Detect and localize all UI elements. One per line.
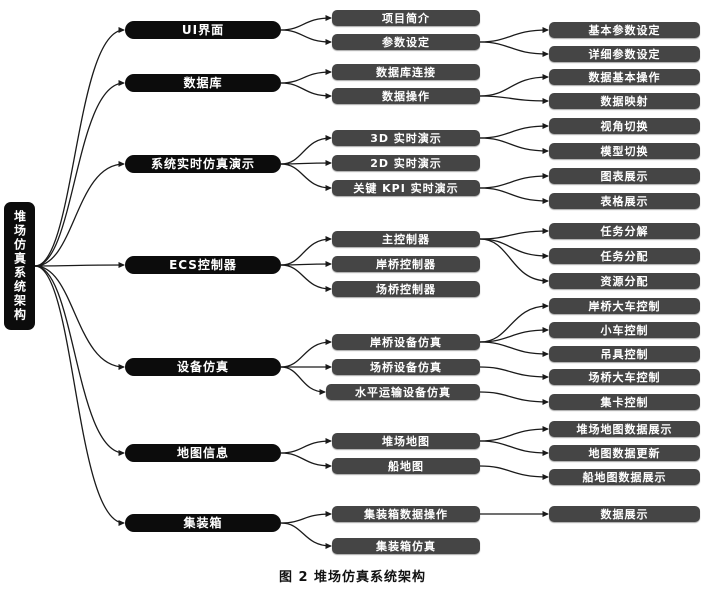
node-l1_rt: 系统实时仿真演示 (125, 155, 281, 173)
node-l2_dbop: 数据操作 (332, 88, 480, 104)
edge-l2_qcsim-l3_spreader (479, 341, 549, 357)
edge-l2_param-l3_basic (479, 27, 549, 43)
edge-root-l1_db (34, 80, 125, 267)
edge-l2_3d-l3_view (479, 123, 549, 139)
node-l3_dbmap: 数据映射 (549, 93, 700, 109)
node-l2_ctndata: 集装箱数据操作 (332, 506, 480, 522)
edge-l1_ecs-l2_main (280, 236, 332, 266)
edge-l1_rt-l2_2d (280, 160, 332, 167)
node-l3_mapupd: 地图数据更新 (549, 445, 700, 461)
node-l3_qcgantry: 岸桥大车控制 (549, 298, 700, 314)
node-l2_intro: 项目简介 (332, 10, 480, 26)
edge-l2_qcsim-l3_trolley (479, 327, 549, 343)
node-l2_param: 参数设定 (332, 34, 480, 50)
node-l2_htsim: 水平运输设备仿真 (326, 384, 480, 400)
edge-l2_kpi-l3_table (479, 187, 549, 204)
node-l2_smap: 船地图 (332, 458, 480, 474)
edge-l2_main-l3_assign (479, 238, 549, 259)
node-l1_db: 数据库 (125, 74, 281, 92)
edge-l2_ymap-l3_mapupd (479, 440, 549, 456)
node-l3_spreader: 吊具控制 (549, 346, 700, 362)
edge-l1_map-l2_ymap (280, 438, 332, 454)
edge-l2_dbop-l3_dbbasic (479, 74, 549, 97)
node-l2_yc: 场桥控制器 (332, 281, 480, 297)
node-l3_table: 表格展示 (549, 193, 700, 209)
edge-l1_ctn-l2_ctnsim (280, 522, 332, 549)
node-l2_main: 主控制器 (332, 231, 480, 247)
edge-l2_main-l3_decomp (479, 228, 549, 240)
edge-l2_param-l3_detail (479, 41, 549, 57)
edge-l2_ymap-l3_ymapshow (479, 426, 549, 442)
node-l3_smapshow: 船地图数据展示 (549, 469, 700, 485)
edge-l2_smap-l3_smapshow (479, 465, 549, 480)
edge-l1_ctn-l2_ctndata (280, 511, 332, 524)
edge-l2_htsim-l3_truck (479, 391, 549, 405)
node-l3_chart: 图表展示 (549, 168, 700, 184)
node-l2_kpi: 关键 KPI 实时演示 (332, 180, 480, 196)
edge-l1_eq-l2_htsim (280, 366, 326, 395)
node-l3_basic: 基本参数设定 (549, 22, 700, 38)
node-l3_res: 资源分配 (549, 273, 700, 289)
node-l2_2d: 2D 实时演示 (332, 155, 480, 171)
edge-l1_ecs-l2_yc (280, 264, 332, 292)
edge-l1_ui-l2_param (280, 29, 332, 45)
edge-l1_ecs-l2_qc (280, 261, 332, 268)
node-l3_view: 视角切换 (549, 118, 700, 134)
edge-l2_qcsim-l3_qcgantry (479, 303, 549, 343)
node-l1_ui: UI界面 (125, 21, 281, 39)
node-l2_3d: 3D 实时演示 (332, 130, 480, 146)
edge-l1_rt-l2_kpi (280, 163, 332, 191)
node-l3_ycgantry: 场桥大车控制 (549, 369, 700, 385)
node-l1_ctn: 集装箱 (125, 514, 281, 532)
edge-l2_kpi-l3_chart (479, 173, 549, 189)
node-l3_dbbasic: 数据基本操作 (549, 69, 700, 85)
edge-l2_dbop-l3_dbmap (479, 95, 549, 104)
node-l1_ecs: ECS控制器 (125, 256, 281, 274)
node-l3_truck: 集卡控制 (549, 394, 700, 410)
edge-root-l1_map (34, 265, 125, 456)
edge-l1_eq-l2_qcsim (280, 339, 332, 368)
node-l2_dbconn: 数据库连接 (332, 64, 480, 80)
node-root: 堆场仿真系统架构 (4, 202, 35, 330)
node-l3_model: 模型切换 (549, 143, 700, 159)
node-l3_datashow: 数据展示 (549, 506, 700, 522)
edge-l1_db-l2_dbconn (280, 69, 332, 84)
edge-l2_3d-l3_model (479, 137, 549, 154)
node-l3_detail: 详细参数设定 (549, 46, 700, 62)
edge-l2_main-l3_res (479, 238, 549, 284)
node-l2_ycsim: 场桥设备仿真 (332, 359, 480, 375)
node-l1_map: 地图信息 (125, 444, 281, 462)
edge-root-l1_eq (34, 265, 125, 370)
node-l2_ctnsim: 集装箱仿真 (332, 538, 480, 554)
node-l2_qcsim: 岸桥设备仿真 (332, 334, 480, 350)
figure-caption: 图 2 堆场仿真系统架构 (278, 570, 427, 585)
edge-root-l1_ecs (34, 262, 125, 269)
edge-root-l1_ui (34, 27, 125, 267)
node-l2_ymap: 堆场地图 (332, 433, 480, 449)
edge-root-l1_ctn (34, 265, 125, 526)
node-l2_qc: 岸桥控制器 (332, 256, 480, 272)
edge-root-l1_rt (34, 161, 125, 267)
node-l3_trolley: 小车控制 (549, 322, 700, 338)
node-l3_decomp: 任务分解 (549, 223, 700, 239)
edge-l1_rt-l2_3d (280, 135, 332, 165)
edge-l1_ui-l2_intro (280, 15, 332, 31)
edge-l2_ycsim-l3_ycgantry (479, 366, 549, 380)
node-l3_assign: 任务分配 (549, 248, 700, 264)
edge-l1_db-l2_dbop (280, 82, 332, 99)
edge-l1_map-l2_smap (280, 452, 332, 469)
node-l1_eq: 设备仿真 (125, 358, 281, 376)
node-l3_ymapshow: 堆场地图数据展示 (549, 421, 700, 437)
